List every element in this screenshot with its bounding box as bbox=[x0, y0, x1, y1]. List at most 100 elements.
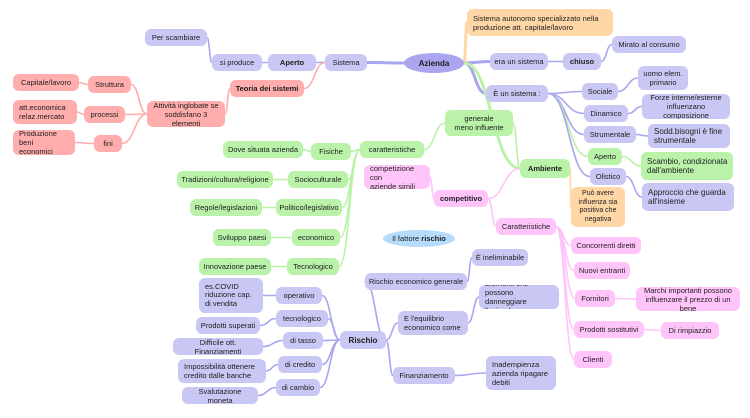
connector-attivita-fini bbox=[121, 113, 148, 145]
ineliminabile-node[interactable]: È ineliminabile bbox=[472, 249, 528, 266]
connector-eunsistema-sociale bbox=[547, 90, 583, 95]
sociale-node[interactable]: Sociale bbox=[582, 83, 618, 100]
connector-competitivo-competizione bbox=[429, 176, 435, 200]
difficile-finanziamenti-node[interactable]: Difficile ott. Finanziamenti bbox=[173, 338, 263, 355]
struttura-node[interactable]: Struttura bbox=[88, 76, 131, 93]
connector-finanz-inadempienza bbox=[454, 372, 487, 377]
economico-node[interactable]: economico bbox=[292, 229, 340, 246]
regole-legislazioni-node[interactable]: Regole/legislazioni bbox=[190, 199, 262, 216]
rischio-node[interactable]: Rischio bbox=[340, 331, 386, 349]
equilibrio-economico-node[interactable]: E l'equilibrio economico come bbox=[398, 311, 468, 335]
prodotti-sostitutivi-node[interactable]: Prodotti sostitutivi bbox=[574, 321, 644, 338]
generale-node[interactable]: generale meno influente bbox=[445, 110, 513, 136]
connector-siproduce-perscambiare bbox=[206, 36, 213, 64]
tecnologico-node[interactable]: Tecnologico bbox=[287, 258, 339, 275]
uomo-elem-primario-node[interactable]: uomo elem. primario bbox=[638, 66, 688, 90]
competizione-aziende-node[interactable]: competizione con aziende simili bbox=[364, 165, 430, 189]
sistema-node[interactable]: Sistema bbox=[325, 54, 367, 71]
connector-sistema-teoria bbox=[303, 61, 326, 90]
concorrenti-diretti-node[interactable]: Concorrenti diretti bbox=[571, 237, 641, 254]
connector-ditasso-difficile bbox=[262, 339, 284, 348]
teoria-dei-sistemi-node[interactable]: Teoria dei sistemi bbox=[230, 80, 304, 97]
att-economica-node[interactable]: att.economica relaz.mercato bbox=[13, 100, 77, 124]
connector-sostitutivi-rimpiazzio bbox=[643, 328, 662, 332]
fornitori-node[interactable]: Fornitori bbox=[575, 290, 615, 307]
scambio-condizionata-node[interactable]: Scambio, condizionata dall'ambiente bbox=[641, 152, 733, 180]
ambiente-node[interactable]: Ambiente bbox=[520, 159, 570, 178]
olistico-node[interactable]: Olistico bbox=[590, 168, 626, 185]
svalutazione-moneta-node[interactable]: Svalutazione moneta bbox=[182, 387, 258, 404]
aperto-ambiente-node[interactable]: Aperto bbox=[588, 148, 622, 165]
azienda-node[interactable]: Azienda bbox=[404, 53, 464, 73]
di-credito-node[interactable]: di credito bbox=[278, 356, 322, 373]
politico-legislativo-node[interactable]: Politico/legislativo bbox=[276, 199, 342, 216]
connector-eunsistema-strumentale bbox=[547, 92, 585, 136]
era-un-sistema-node[interactable]: era un sistema bbox=[490, 53, 548, 70]
connector-generale-caratt bbox=[423, 122, 446, 151]
competitivo-node[interactable]: competitivo bbox=[434, 190, 488, 207]
fattore-rischio-node[interactable]: Il fattore rischio bbox=[383, 230, 455, 247]
caratteristiche-node[interactable]: caratteristiche bbox=[360, 141, 424, 158]
sviluppo-paesi-node[interactable]: Sviluppo paesi bbox=[213, 229, 271, 246]
connector-teoria-attivita bbox=[224, 87, 231, 115]
fisiche-node[interactable]: Fisiche bbox=[311, 143, 351, 160]
connector-struttura-capitale bbox=[78, 81, 89, 86]
connector-dicambio-svalutazione bbox=[257, 386, 277, 397]
innovazione-paese-node[interactable]: Innovazione paese bbox=[199, 258, 271, 275]
connector-fini-produzione bbox=[74, 141, 95, 145]
marchi-importanti-node[interactable]: Marchi importanti possono influenzare il… bbox=[636, 287, 740, 311]
di-rimpiazzio-node[interactable]: Di rimpiazzio bbox=[661, 322, 719, 339]
connector-processi-atteco bbox=[76, 111, 85, 116]
prodotti-superati-node[interactable]: Prodotti superati bbox=[196, 317, 260, 334]
finanziamento-node[interactable]: Finanziamento bbox=[393, 367, 455, 384]
mirato-al-consumo-node[interactable]: Mirato al consumo bbox=[612, 36, 686, 53]
connector-ambiente-competitivo bbox=[487, 167, 521, 200]
dinamico-node[interactable]: Dinamico bbox=[584, 105, 628, 122]
connector-ambiente-generale bbox=[512, 122, 521, 170]
aperto-node[interactable]: Aperto bbox=[268, 54, 316, 71]
e-un-sistema-node[interactable]: È un sistema : bbox=[486, 85, 548, 102]
sodd-bisogni-node[interactable]: Sodd.bisogni è fine strumentale bbox=[648, 124, 730, 148]
connector-equilibrio-elementi bbox=[467, 296, 480, 324]
si-produce-node[interactable]: si produce bbox=[212, 54, 262, 71]
fini-node[interactable]: fini bbox=[94, 135, 122, 152]
connector-eunsistema-aperto2 bbox=[547, 92, 589, 158]
rischio-economico-generale-node[interactable]: Rischio economico generale bbox=[365, 273, 467, 290]
capitale-lavoro-node[interactable]: Capitale/lavoro bbox=[13, 74, 79, 91]
operativo-node[interactable]: operativo bbox=[276, 287, 322, 304]
socioculturale-node[interactable]: Socioculturale bbox=[288, 171, 348, 188]
di-tasso-node[interactable]: di tasso bbox=[283, 332, 323, 349]
clienti-node[interactable]: Clienti bbox=[574, 351, 612, 368]
tradizioni-cultura-node[interactable]: Tradizioni/cultura/religione bbox=[177, 171, 273, 188]
fattore-rischio-label: Il fattore bbox=[392, 234, 420, 243]
connector-rischio-tecnologico2 bbox=[327, 317, 341, 341]
impossibilita-credito-node[interactable]: Impossibilità ottenere credito dalle ban… bbox=[178, 359, 266, 383]
connector-olistico-approccio bbox=[625, 175, 643, 198]
elementi-danneggiare-node[interactable]: Elementi che possono danneggiare l'azien… bbox=[479, 285, 559, 309]
covid-node[interactable]: es.COVID riduzione cap. di vendita bbox=[199, 278, 263, 313]
connector-eunsistema-olistico bbox=[547, 92, 591, 178]
inadempienza-node[interactable]: Inadempienza azienda ripagare debiti bbox=[486, 356, 556, 390]
fattore-rischio-bold: rischio bbox=[421, 234, 446, 243]
approccio-insieme-node[interactable]: Approccio che guarda all'insieme bbox=[642, 183, 734, 211]
produzione-beni-node[interactable]: Produzione beni economici bbox=[13, 130, 75, 155]
per-scambiare-node[interactable]: Per scambiare bbox=[145, 29, 207, 46]
caratteristiche-competitivo-node[interactable]: Caratteristiche bbox=[496, 218, 556, 235]
nuovi-entranti-node[interactable]: Nuovi entranti bbox=[574, 262, 630, 279]
dove-situata-azienda-node[interactable]: Dove situata azienda bbox=[223, 141, 303, 158]
chiuso-node[interactable]: chiuso bbox=[563, 53, 601, 70]
connector-azienda-sistema bbox=[365, 61, 406, 65]
connector-dicredito-impossibilita bbox=[265, 363, 279, 372]
processi-node[interactable]: processi bbox=[84, 106, 125, 123]
connector-strumentale-sodd bbox=[635, 133, 649, 137]
sistema-autonomo-node[interactable]: Sistema autonomo specializzato nella pro… bbox=[467, 9, 613, 36]
influenza-positiva-negativa-node[interactable]: Può avere influenza sia positiva che neg… bbox=[571, 187, 625, 227]
strumentale-node[interactable]: Strumentale bbox=[584, 126, 636, 143]
forze-interne-esterne-node[interactable]: Forze interne/esterne influenzano compos… bbox=[642, 94, 730, 119]
attivita-inglobate-node[interactable]: Attività inglobate se soddisfano 3 eleme… bbox=[147, 101, 225, 127]
tecnologico-rischio-node[interactable]: tecnologico bbox=[276, 310, 328, 327]
connector-rischio-dicambio bbox=[319, 339, 341, 389]
connector-attivita-struttura bbox=[130, 83, 148, 115]
di-cambio-node[interactable]: di cambio bbox=[276, 379, 320, 396]
